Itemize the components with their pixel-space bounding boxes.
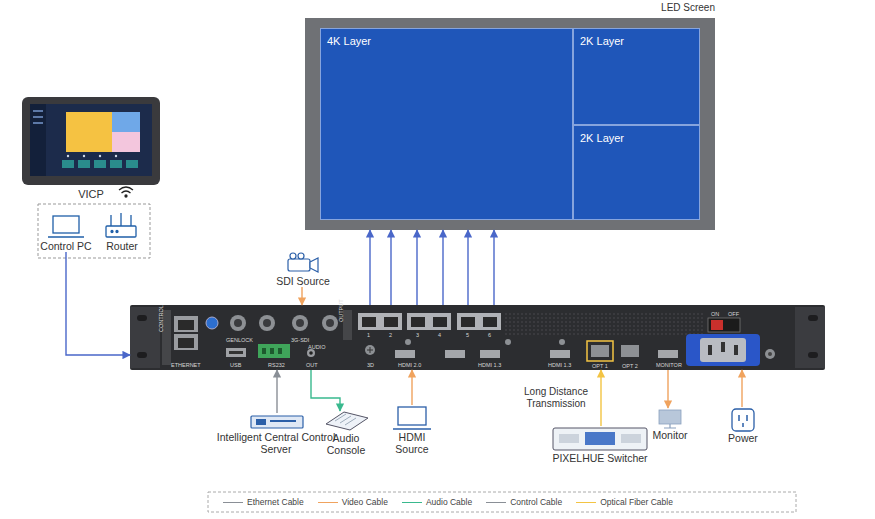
port-label: 3G-SDI bbox=[291, 337, 309, 343]
legend-text: Video Cable bbox=[342, 497, 388, 507]
port-label: AUDIO bbox=[308, 344, 325, 350]
cable-connector bbox=[411, 370, 412, 405]
port-label: HDMI 1.3 bbox=[548, 362, 571, 368]
wifi-icon bbox=[119, 187, 133, 197]
port-label: 4 bbox=[438, 332, 441, 338]
cable-connector bbox=[311, 370, 340, 411]
layer-name: 2K Layer bbox=[580, 132, 693, 144]
screen-frame bbox=[305, 18, 715, 230]
device-name: PIXELHUE Switcher bbox=[543, 452, 657, 464]
device-name: Router bbox=[98, 240, 146, 252]
screen-layer: 4K Layer bbox=[320, 28, 573, 220]
cable-connector bbox=[442, 230, 443, 305]
legend-text: Audio Cable bbox=[426, 497, 472, 507]
screen-layer: 2K Layer bbox=[573, 125, 700, 220]
port-label: OUTPUT bbox=[338, 299, 344, 322]
device-icon: Control PC bbox=[38, 213, 94, 252]
cable-connector bbox=[493, 230, 494, 305]
laptop-icon bbox=[393, 407, 431, 429]
device-name: HDMI Source bbox=[384, 431, 440, 455]
port-label: ON bbox=[711, 311, 719, 317]
device-name: Audio Console bbox=[321, 432, 371, 456]
monitor-icon bbox=[659, 410, 681, 428]
cable-connector bbox=[276, 370, 277, 413]
processor-rear-panel bbox=[130, 305, 825, 370]
cable-connector bbox=[301, 287, 302, 305]
legend-swatch bbox=[486, 502, 506, 503]
router-icon bbox=[106, 213, 136, 237]
device-name: Intelligent Central Control Server bbox=[215, 431, 337, 455]
device-name: Control PC bbox=[38, 240, 94, 252]
port-label: OPT 1 bbox=[592, 363, 608, 369]
port-label: HDMI 1.3 bbox=[478, 362, 501, 368]
port-label: OPT 2 bbox=[622, 363, 638, 369]
device-icon: VICP bbox=[22, 97, 160, 200]
camera-icon bbox=[288, 253, 318, 272]
port-label: 6 bbox=[488, 332, 491, 338]
cable-connector bbox=[369, 230, 370, 305]
switcher-icon bbox=[553, 428, 647, 450]
port-label: GENLOCK bbox=[226, 337, 253, 343]
legend-swatch bbox=[576, 502, 596, 503]
legend-swatch bbox=[402, 502, 422, 503]
cable-connector bbox=[741, 370, 742, 407]
port-label: 2 bbox=[389, 332, 392, 338]
device-icon: Audio Console bbox=[321, 411, 371, 456]
legend-item: Control Cable bbox=[486, 497, 562, 507]
cable-connector bbox=[390, 230, 391, 305]
port-label: CONTROL bbox=[158, 305, 164, 332]
cable-connector bbox=[467, 230, 468, 305]
port-label: OUT bbox=[306, 362, 318, 368]
audio-console-icon bbox=[326, 412, 368, 430]
edge-label: Long Distance Transmission bbox=[516, 386, 596, 410]
device-name: VICP bbox=[22, 188, 160, 200]
port-label: 5 bbox=[466, 332, 469, 338]
device-name: Power bbox=[718, 432, 768, 444]
cable-connector bbox=[667, 370, 668, 408]
video-processor: CONTROL ETHERNET USB RS232 GENLOCK 3G-SDIAUDI… bbox=[130, 305, 825, 370]
device-icon: Router bbox=[98, 213, 146, 252]
legend-box bbox=[208, 492, 796, 512]
port-label: RS232 bbox=[268, 362, 285, 368]
led-screen: LED Screen4K Layer2K Layer2K Layer bbox=[305, 18, 715, 230]
group-outline bbox=[38, 204, 150, 258]
layer-name: 4K Layer bbox=[327, 35, 566, 47]
legend-item: Optical Fiber Cable bbox=[576, 497, 673, 507]
screen-layer: 2K Layer bbox=[573, 28, 700, 125]
device-icon: Intelligent Central Control Server bbox=[215, 413, 337, 455]
device-name: SDI Source bbox=[268, 275, 338, 287]
port-label: 3 bbox=[416, 332, 419, 338]
legend-item: Video Cable bbox=[318, 497, 388, 507]
legend-item: Ethernet Cable bbox=[223, 497, 304, 507]
device-icon: SDI Source bbox=[268, 253, 338, 287]
layer-name: 2K Layer bbox=[580, 35, 693, 47]
power-icon bbox=[732, 409, 754, 431]
port-label: OFF bbox=[728, 311, 739, 317]
screen-title: LED Screen bbox=[661, 2, 715, 13]
device-icon: Monitor bbox=[645, 408, 695, 441]
legend-swatch bbox=[223, 502, 243, 503]
laptop-icon bbox=[48, 216, 84, 237]
device-icon: HDMI Source bbox=[384, 405, 440, 455]
legend-text: Control Cable bbox=[510, 497, 562, 507]
cable-connector bbox=[600, 370, 601, 426]
port-label: 3D bbox=[367, 362, 374, 368]
server-icon bbox=[251, 416, 303, 428]
device-icon: PIXELHUE Switcher bbox=[543, 426, 657, 464]
port-label: MONITOR bbox=[656, 362, 682, 368]
device-icon: Power bbox=[718, 407, 768, 444]
cable-connector bbox=[66, 252, 130, 355]
legend-item: Audio Cable bbox=[402, 497, 472, 507]
legend: Ethernet Cable Video Cable Audio Cable Cont… bbox=[209, 493, 795, 511]
port-label: ETHERNET bbox=[171, 362, 201, 368]
cable-connector bbox=[416, 230, 417, 305]
port-label: 1 bbox=[367, 332, 370, 338]
legend-swatch bbox=[318, 502, 338, 503]
port-label: USB bbox=[230, 362, 241, 368]
port-label: HDMI 2.0 bbox=[398, 362, 421, 368]
legend-text: Optical Fiber Cable bbox=[600, 497, 673, 507]
device-name: Monitor bbox=[645, 429, 695, 441]
legend-text: Ethernet Cable bbox=[247, 497, 304, 507]
tablet-icon bbox=[22, 97, 160, 185]
